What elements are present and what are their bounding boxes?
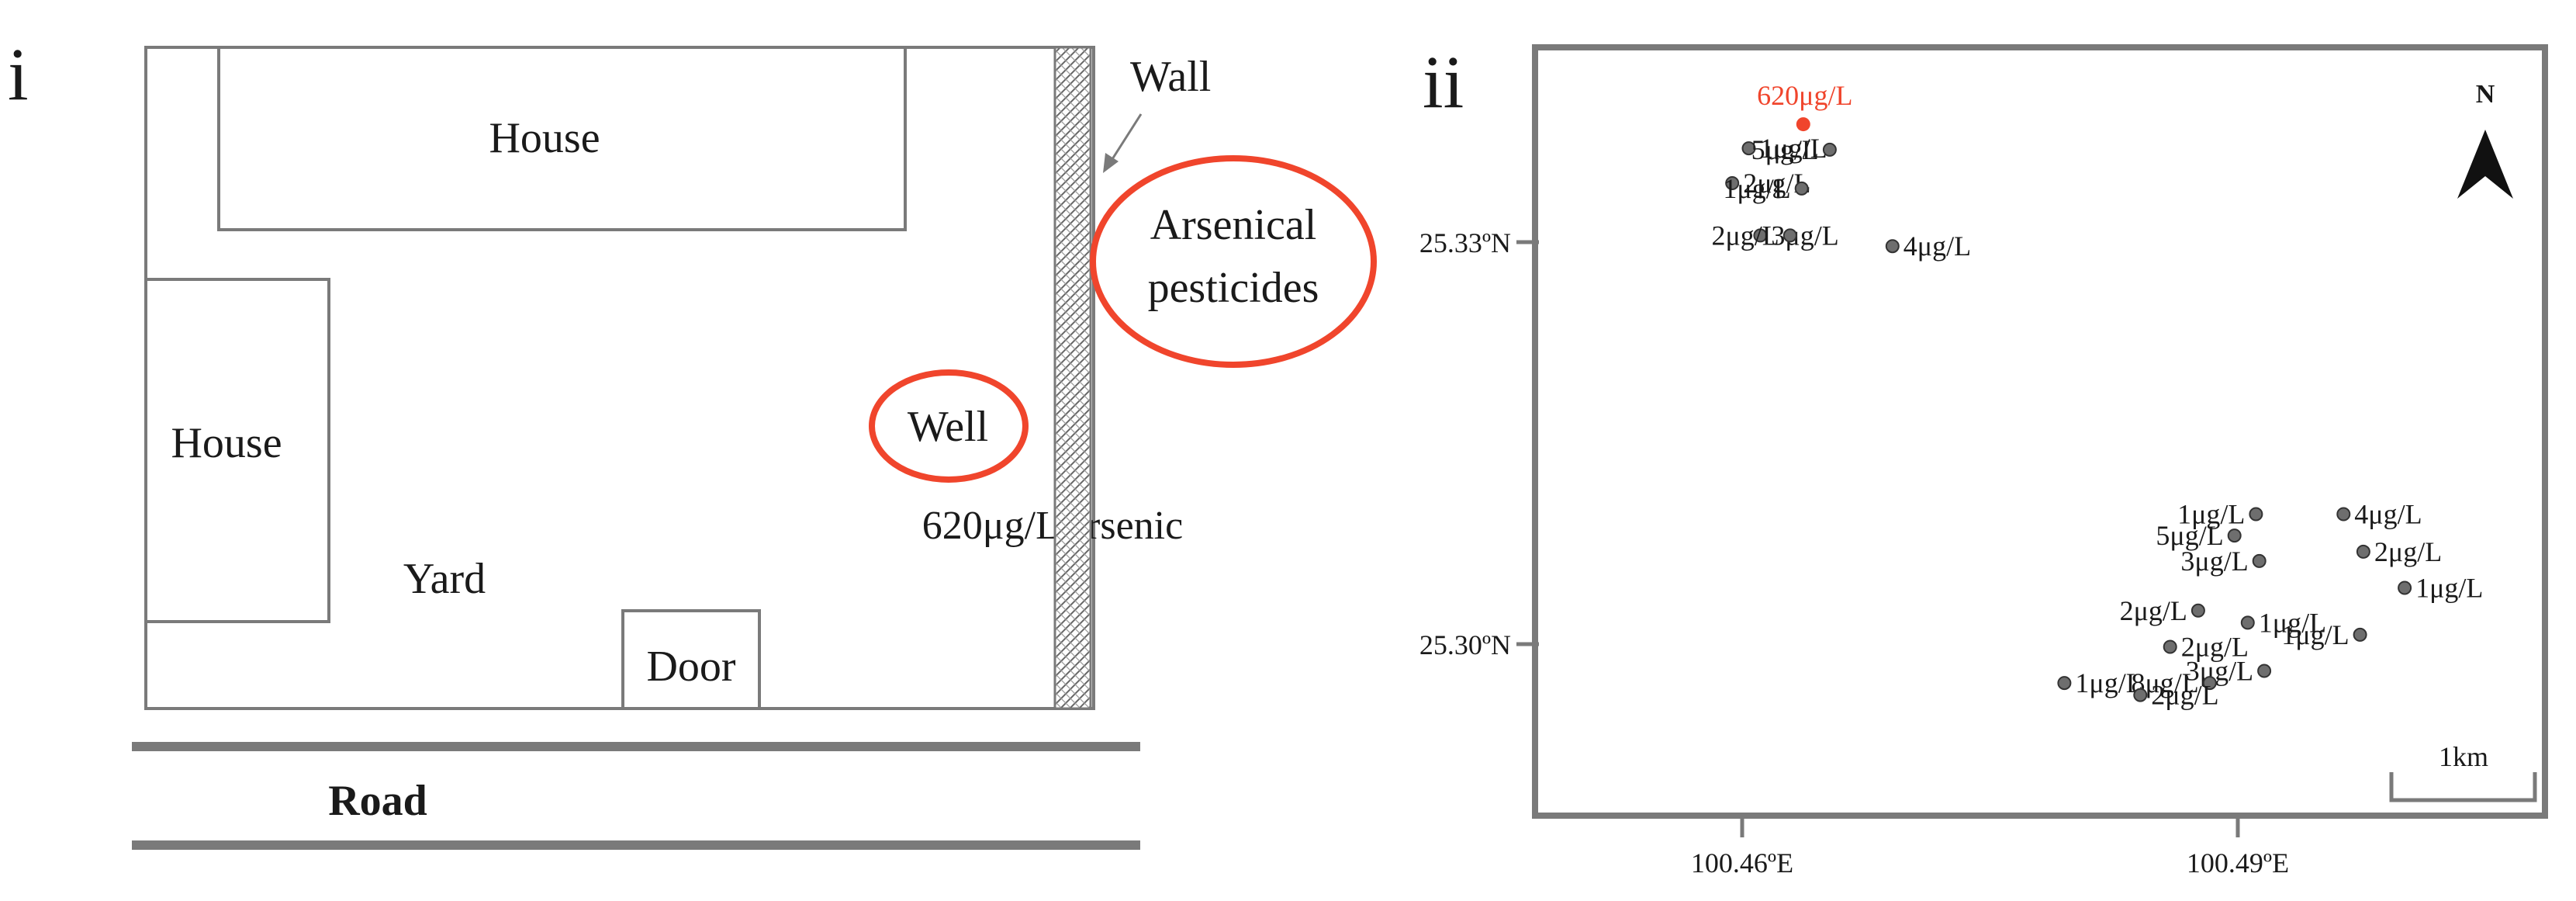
well-point: [1885, 239, 1900, 254]
panel-i: i House House Yard Door Well 620μg/L ars…: [8, 33, 1377, 850]
wall-pointer-line: [1111, 113, 1143, 160]
x-tick-label: 100.49ºE: [2187, 847, 2289, 878]
well-label: 1μg/L: [2415, 573, 2483, 604]
x-tick-label: 100.46ºE: [1691, 847, 1793, 878]
well-label: 2μg/L: [2151, 680, 2218, 711]
well-arsenic-note: 620μg/L arsenic: [922, 504, 1183, 548]
panel-i-label: i: [8, 33, 29, 116]
well-label: 620μg/L: [1757, 80, 1852, 111]
well-label: 3μg/L: [2186, 656, 2253, 687]
well-point: [1725, 176, 1740, 190]
well-circle: [869, 369, 1029, 483]
house-top-label: House: [489, 114, 600, 162]
well-point: [1782, 228, 1797, 243]
y-tick-label: 25.30ºN: [1419, 629, 1511, 660]
well-label: 3μg/L: [1771, 220, 1838, 251]
well-point: [2057, 676, 2072, 691]
wall-label: Wall: [1130, 53, 1211, 101]
panel-ii: ii N 1km 25.33ºN 25.30ºN 100.46ºE 100.49…: [1419, 40, 2548, 878]
well-label: 5μg/L: [1751, 134, 1819, 165]
panel-ii-label: ii: [1423, 40, 1464, 123]
well-label: Well: [908, 403, 988, 451]
house-left: [144, 278, 330, 623]
well-label: 4μg/L: [2354, 499, 2422, 530]
well-point: [2398, 580, 2412, 595]
well-label: 2μg/L: [2120, 595, 2187, 626]
pesticides-label-line1: Arsenical: [1150, 201, 1317, 249]
pesticides-circle: [1090, 155, 1377, 368]
well-point: [1753, 228, 1768, 243]
wall: [1053, 46, 1092, 710]
well-point: [2353, 627, 2367, 642]
well-point: [2249, 507, 2263, 522]
well-point: [1794, 181, 1809, 196]
y-tick-label: 25.33ºN: [1419, 227, 1511, 258]
well-point: [2133, 688, 2148, 702]
road-label: Road: [328, 777, 427, 825]
well-label: 2μg/L: [2374, 536, 2442, 567]
well-point: [2356, 544, 2370, 559]
well-label: 1μg/L: [1760, 133, 1827, 164]
map-frame: [1532, 44, 2548, 819]
yard-label: Yard: [403, 555, 486, 603]
well-label: 1μg/L: [2259, 607, 2326, 638]
well-point: [2227, 528, 2242, 543]
well-point: [2252, 553, 2267, 568]
well-label: 3μg/L: [2180, 546, 2248, 577]
well-point: [1741, 141, 1756, 156]
north-label: N: [2476, 80, 2495, 109]
well-label: 1μg/L: [2281, 619, 2349, 650]
well-label: 1μg/L: [2177, 499, 2245, 530]
house-left-label: House: [171, 419, 282, 467]
door-label: Door: [646, 643, 735, 691]
well-point-highlight: [1796, 117, 1810, 132]
north-arrow-icon: [2457, 130, 2513, 199]
scale-bar-label: 1km: [2439, 741, 2488, 772]
well-label: 2μg/L: [1712, 220, 1779, 251]
well-point: [2190, 603, 2205, 618]
wall-pointer-arrowhead: [1103, 153, 1119, 173]
well-label: 1μg/L: [2075, 667, 2142, 698]
well-label: 4μg/L: [1903, 230, 1971, 262]
well-point: [2336, 507, 2351, 522]
house-top: [217, 46, 907, 231]
well-label: 5μg/L: [2156, 520, 2223, 551]
well-point: [2202, 676, 2217, 691]
well-point: [2257, 664, 2272, 678]
well-point: [1822, 142, 1837, 157]
y-axis: 25.33ºN 25.30ºN: [1419, 227, 1539, 660]
x-axis: 100.46ºE 100.49ºE: [1691, 816, 2289, 878]
well-point: [2163, 639, 2177, 654]
well-label: 1μg/L: [1723, 173, 1790, 204]
scale-bar: [2389, 772, 2537, 802]
door: [621, 609, 761, 710]
well-label: 2μg/L: [2181, 632, 2249, 663]
well-point: [2240, 615, 2255, 630]
pesticides-label-line2: pesticides: [1148, 264, 1319, 312]
